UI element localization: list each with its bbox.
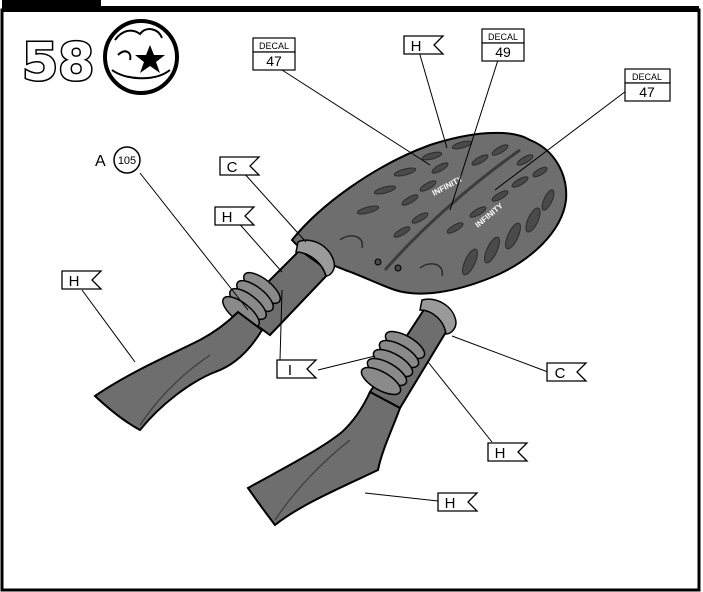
left-clamp [295, 239, 336, 277]
top-bar-line [101, 6, 699, 12]
flag-h-lower-right: H [487, 442, 529, 462]
flag-h-top: H [403, 35, 445, 55]
decal-1-number: 47 [266, 53, 282, 69]
star-icon [135, 45, 165, 73]
part-number-circle [113, 146, 141, 174]
part-a-number: 105 [118, 155, 136, 167]
left-nozzle-crease [139, 354, 211, 426]
top-bar [2, 0, 97, 12]
flag-h-left: H [61, 270, 103, 290]
main-body [290, 131, 568, 295]
decal-2-head: DECAL [488, 32, 518, 42]
page-frame [0, 8, 701, 592]
flag-c-upper: C [219, 156, 261, 176]
hover-assembly: INFINITY INFINITY [93, 131, 568, 527]
right-nozzle-crease [274, 439, 351, 521]
decal-3-head: DECAL [632, 72, 662, 82]
decal-3-number: 47 [639, 84, 655, 100]
flag-h-top-label: H [411, 38, 422, 55]
body-detail-curve-2 [419, 263, 444, 277]
body-rivet [374, 258, 382, 266]
decal-1-head: DECAL [259, 41, 289, 51]
decal-2-number: 49 [495, 44, 511, 60]
decal-callout-3: DECAL 47 [624, 68, 671, 102]
flag-h-upper-label: H [222, 209, 233, 226]
step-number: 58 [22, 33, 94, 93]
flag-h-bottom-label: H [445, 495, 456, 512]
flag-h-left-label: H [69, 273, 80, 290]
leader-lines [81, 47, 631, 502]
right-clamp [419, 298, 457, 335]
body-slots [356, 140, 555, 276]
step-icon [103, 19, 179, 95]
part-a-letter: A [95, 153, 106, 170]
body-detail-curve [339, 235, 364, 249]
flag-h-lower-right-label: H [495, 445, 506, 462]
flag-c-right: C [546, 362, 588, 382]
right-nozzle [246, 390, 402, 527]
body-rivet-2 [394, 264, 402, 272]
flag-i-center: I [276, 359, 318, 379]
flag-h-bottom: H [437, 492, 479, 512]
flag-h-upper: H [214, 206, 256, 226]
flag-c-right-label: C [555, 365, 566, 382]
top-bar-right [97, 0, 101, 12]
flag-i-center-label: I [288, 362, 292, 379]
left-nozzle [93, 310, 264, 432]
part-a-callout: A 105 [95, 146, 141, 174]
body-seam [383, 148, 521, 271]
flag-c-upper-label: C [227, 159, 238, 176]
decal-callout-2: DECAL 49 [481, 28, 525, 62]
decal-callout-1: DECAL 47 [252, 37, 296, 71]
right-arm-bellows [360, 330, 426, 396]
